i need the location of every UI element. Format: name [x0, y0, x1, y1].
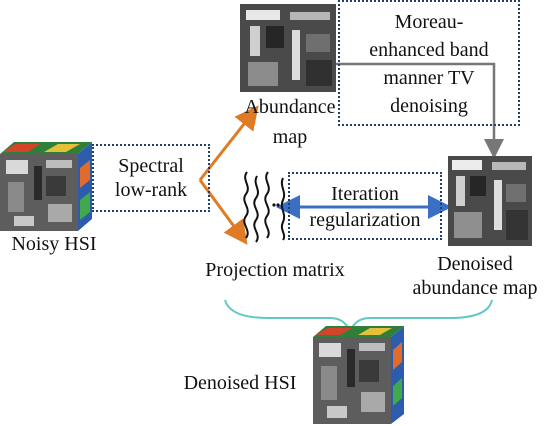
moreau-line1: Moreau-: [394, 11, 464, 33]
spectral-line2: low-rank: [114, 179, 188, 201]
projection-dots: [272, 203, 280, 207]
iteration-line1: Iteration: [331, 183, 399, 205]
denoised-hsi-label: Denoised HSI: [183, 372, 297, 394]
projection-matrix-label: Projection matrix: [205, 259, 345, 281]
arrow-to-projection: [198, 179, 248, 245]
denoised-abundance-map-image: [448, 156, 532, 246]
noisy-hsi-cube-icon: [0, 142, 92, 231]
spectral-low-rank-box: Spectral low-rank: [92, 144, 210, 212]
iteration-regularization-box: Iteration regularization: [288, 172, 442, 240]
abundance-map-image: [240, 4, 336, 92]
noisy-hsi-label: Noisy HSI: [11, 233, 97, 255]
denoised-hsi-cube-icon: [313, 326, 404, 424]
iteration-line2: regularization: [309, 209, 421, 231]
moreau-line4: denoising: [390, 95, 468, 117]
abundance-label-line2: map: [272, 126, 308, 148]
abundance-label-line1: Abundance: [244, 96, 336, 118]
spectral-line1: Spectral: [118, 155, 184, 177]
moreau-tv-box: Moreau- enhanced band manner TV denoisin…: [338, 0, 520, 126]
moreau-line3: manner TV: [383, 67, 475, 89]
denoised-abundance-label-line1: Denoised: [437, 253, 513, 275]
denoised-abundance-label-line2: abundance map: [412, 277, 538, 299]
projection-matrix-icon: [243, 171, 286, 243]
moreau-line2: enhanced band: [369, 39, 489, 61]
